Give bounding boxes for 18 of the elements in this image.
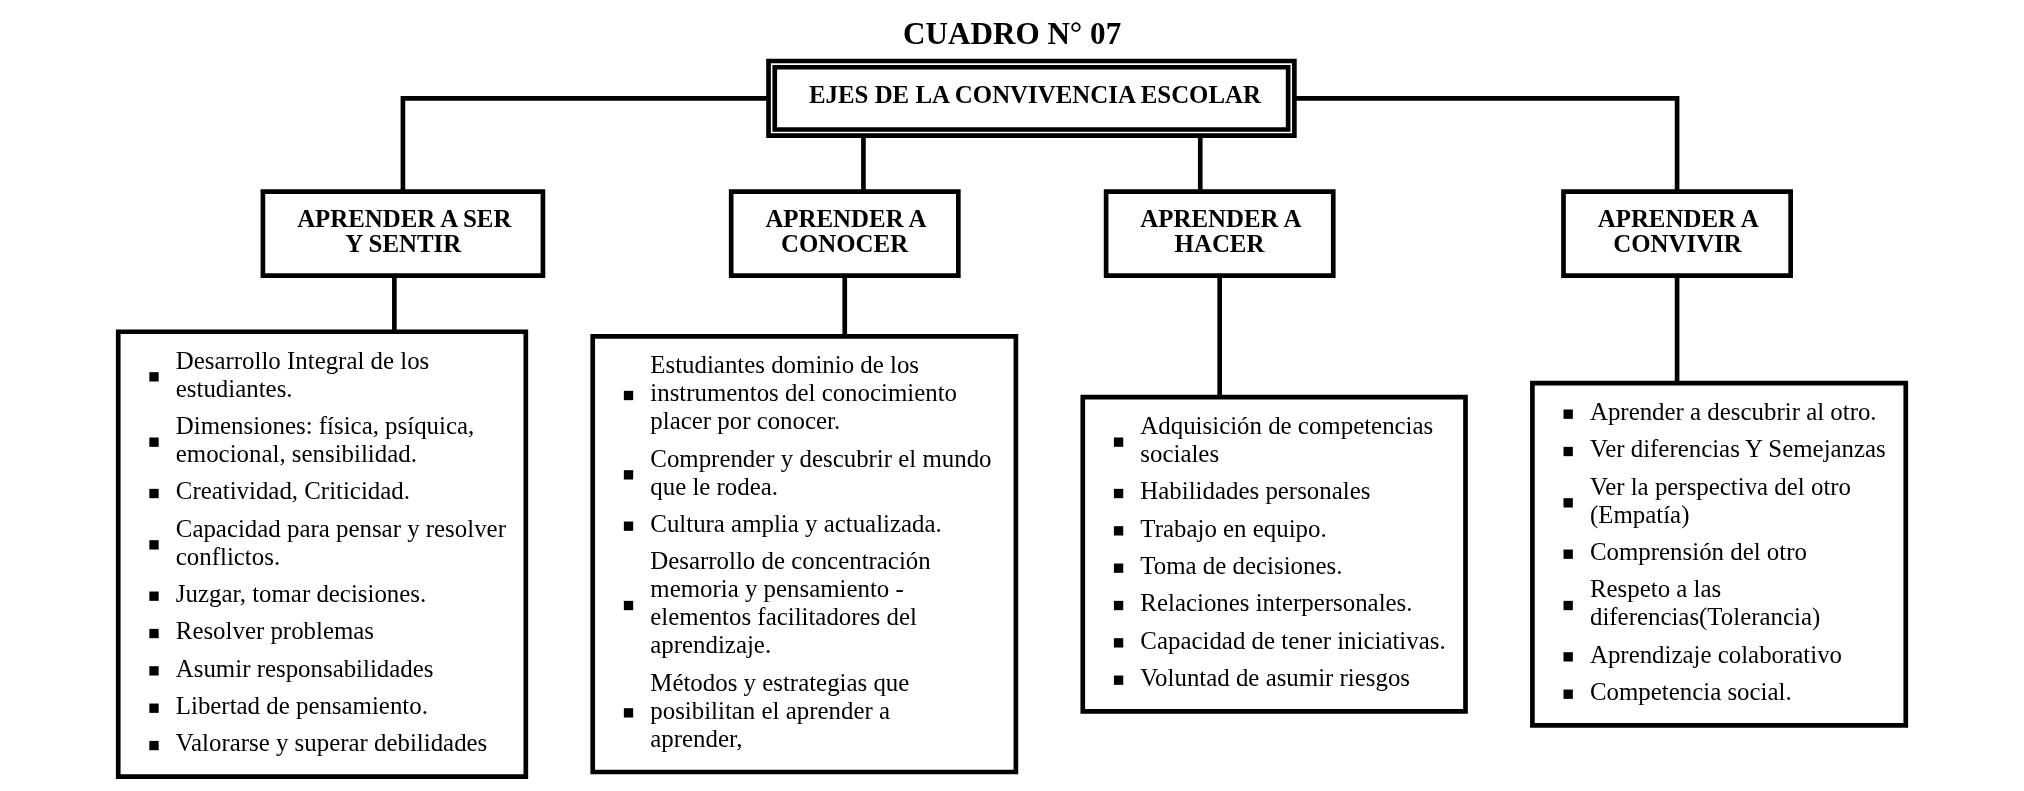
node-box: Estudiantes dominio de los instrumentos del conocimiento placer por conocer. Comprender y descubrir el mundo que le rodea. Cultura amplia y actualizada. Desarrollo de concentración memoria y pensamiento - elementos facilitadores del aprendizaje. Métodos y estrategias que posibilitan el aprender a aprender, bbox=[590, 334, 1019, 775]
connector bbox=[842, 276, 848, 337]
connector bbox=[1217, 276, 1223, 397]
node-box: Adquisición de competencias sociales Habilidades personales Trabajo en equipo. Toma de decisiones. Relaciones interpersonales. Capacidad de tener iniciativas. Voluntad de asumir riesgos bbox=[1080, 394, 1468, 714]
node-box: EJES DE LA CONVIVENCIA ESCOLAR bbox=[766, 58, 1297, 139]
node-box: APRENDER A CONVIVIR bbox=[1561, 189, 1793, 279]
node-box: APRENDER A HACER bbox=[1103, 189, 1336, 279]
diagram-title: CUADRO N° 07 bbox=[903, 15, 1122, 51]
node-box: APRENDER A CONOCER bbox=[728, 189, 961, 279]
connector bbox=[1294, 96, 1680, 192]
node-box: Desarrollo Integral de los estudiantes. Dimensiones: física, psíquica, emocional, sensibilidad. Creatividad, Criticidad. Capacidad para pensar y resolver conflictos. Juzgar, tomar decisiones. Resolver problemas Asumir responsabilidades Libertad de pensamiento. Valorarse y superar debilidades bbox=[115, 329, 529, 779]
connector bbox=[1197, 136, 1203, 192]
connector bbox=[392, 276, 397, 332]
connector bbox=[400, 96, 769, 192]
node-box: APRENDER A SER Y SENTIR bbox=[260, 189, 546, 279]
connector bbox=[861, 136, 866, 192]
node-box: Aprender a descubrir al otro. Ver diferencias Y Semejanzas Ver la perspectiva del otro (Empatía) Comprensión del otro Respeto a las diferencias(Tolerancia) Aprendizaje colaborativo Competencia social. bbox=[1530, 380, 1909, 728]
connector bbox=[1674, 276, 1680, 383]
